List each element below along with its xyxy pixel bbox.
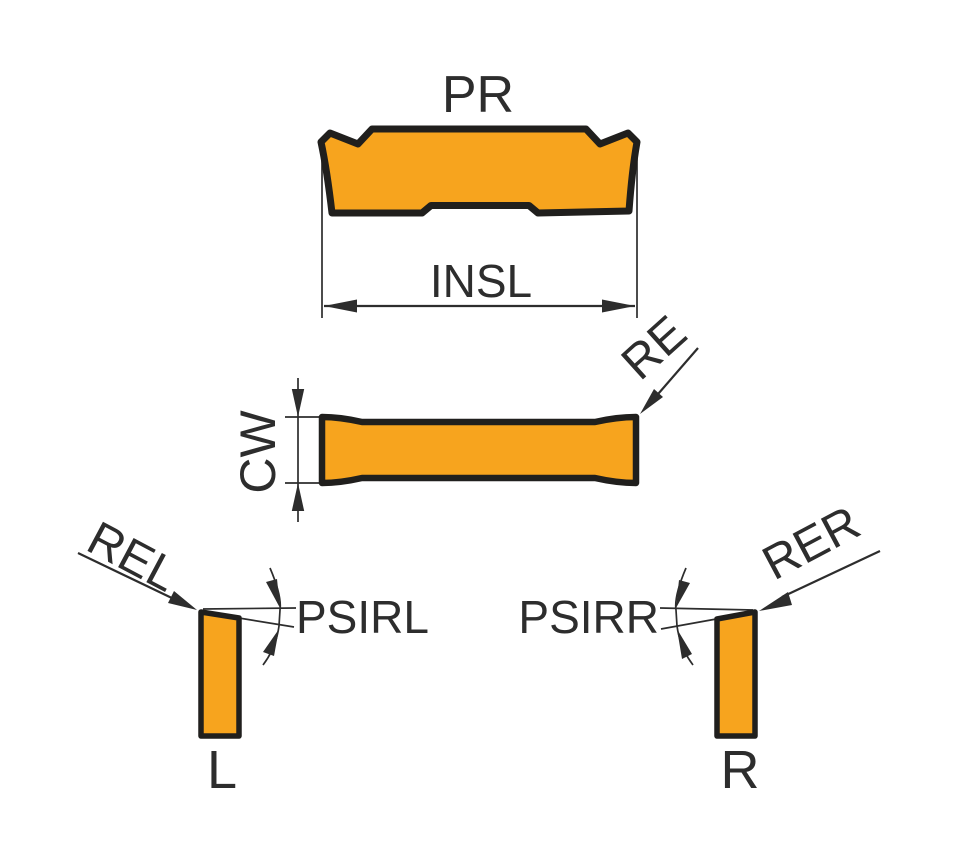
rer-leader-line: [781, 550, 881, 598]
cw-arrow-down-icon: [291, 389, 305, 417]
rel-leader-line: [77, 552, 177, 601]
left-hand-label: L: [207, 740, 237, 800]
psirr-arrow-lower-icon: [677, 629, 692, 659]
insl-dimension-label: INSL: [430, 255, 532, 307]
front-view-left-group: REL PSIRL L: [77, 512, 429, 800]
right-hand-label: R: [721, 740, 760, 800]
insert-style-label: PR: [442, 66, 514, 124]
psirl-arrow-upper-icon: [266, 579, 280, 608]
psirr-arrow-upper-icon: [676, 580, 690, 608]
top-view-group: PR INSL: [317, 66, 641, 318]
insl-arrow-right-icon: [602, 299, 635, 313]
rer-arrow-icon: [759, 592, 792, 611]
insert-side-view-shape: [318, 413, 640, 487]
psirr-angle-label: PSIRR: [518, 591, 659, 643]
re-arrow-icon: [640, 389, 663, 414]
cw-arrow-up-icon: [291, 483, 305, 511]
rel-arrow-icon: [168, 591, 197, 610]
insl-arrow-left-icon: [324, 299, 357, 313]
psirl-horizontal-reference-line: [202, 607, 297, 610]
insert-front-left-shape: [198, 609, 242, 739]
insert-top-view-shape: [317, 125, 641, 217]
psirl-arrow-lower-icon: [263, 629, 279, 656]
insert-front-right-shape: [714, 609, 758, 739]
re-leader-line: [651, 347, 699, 402]
cw-dimension-label: CW: [230, 410, 286, 494]
psirl-angle-label: PSIRL: [296, 591, 429, 643]
